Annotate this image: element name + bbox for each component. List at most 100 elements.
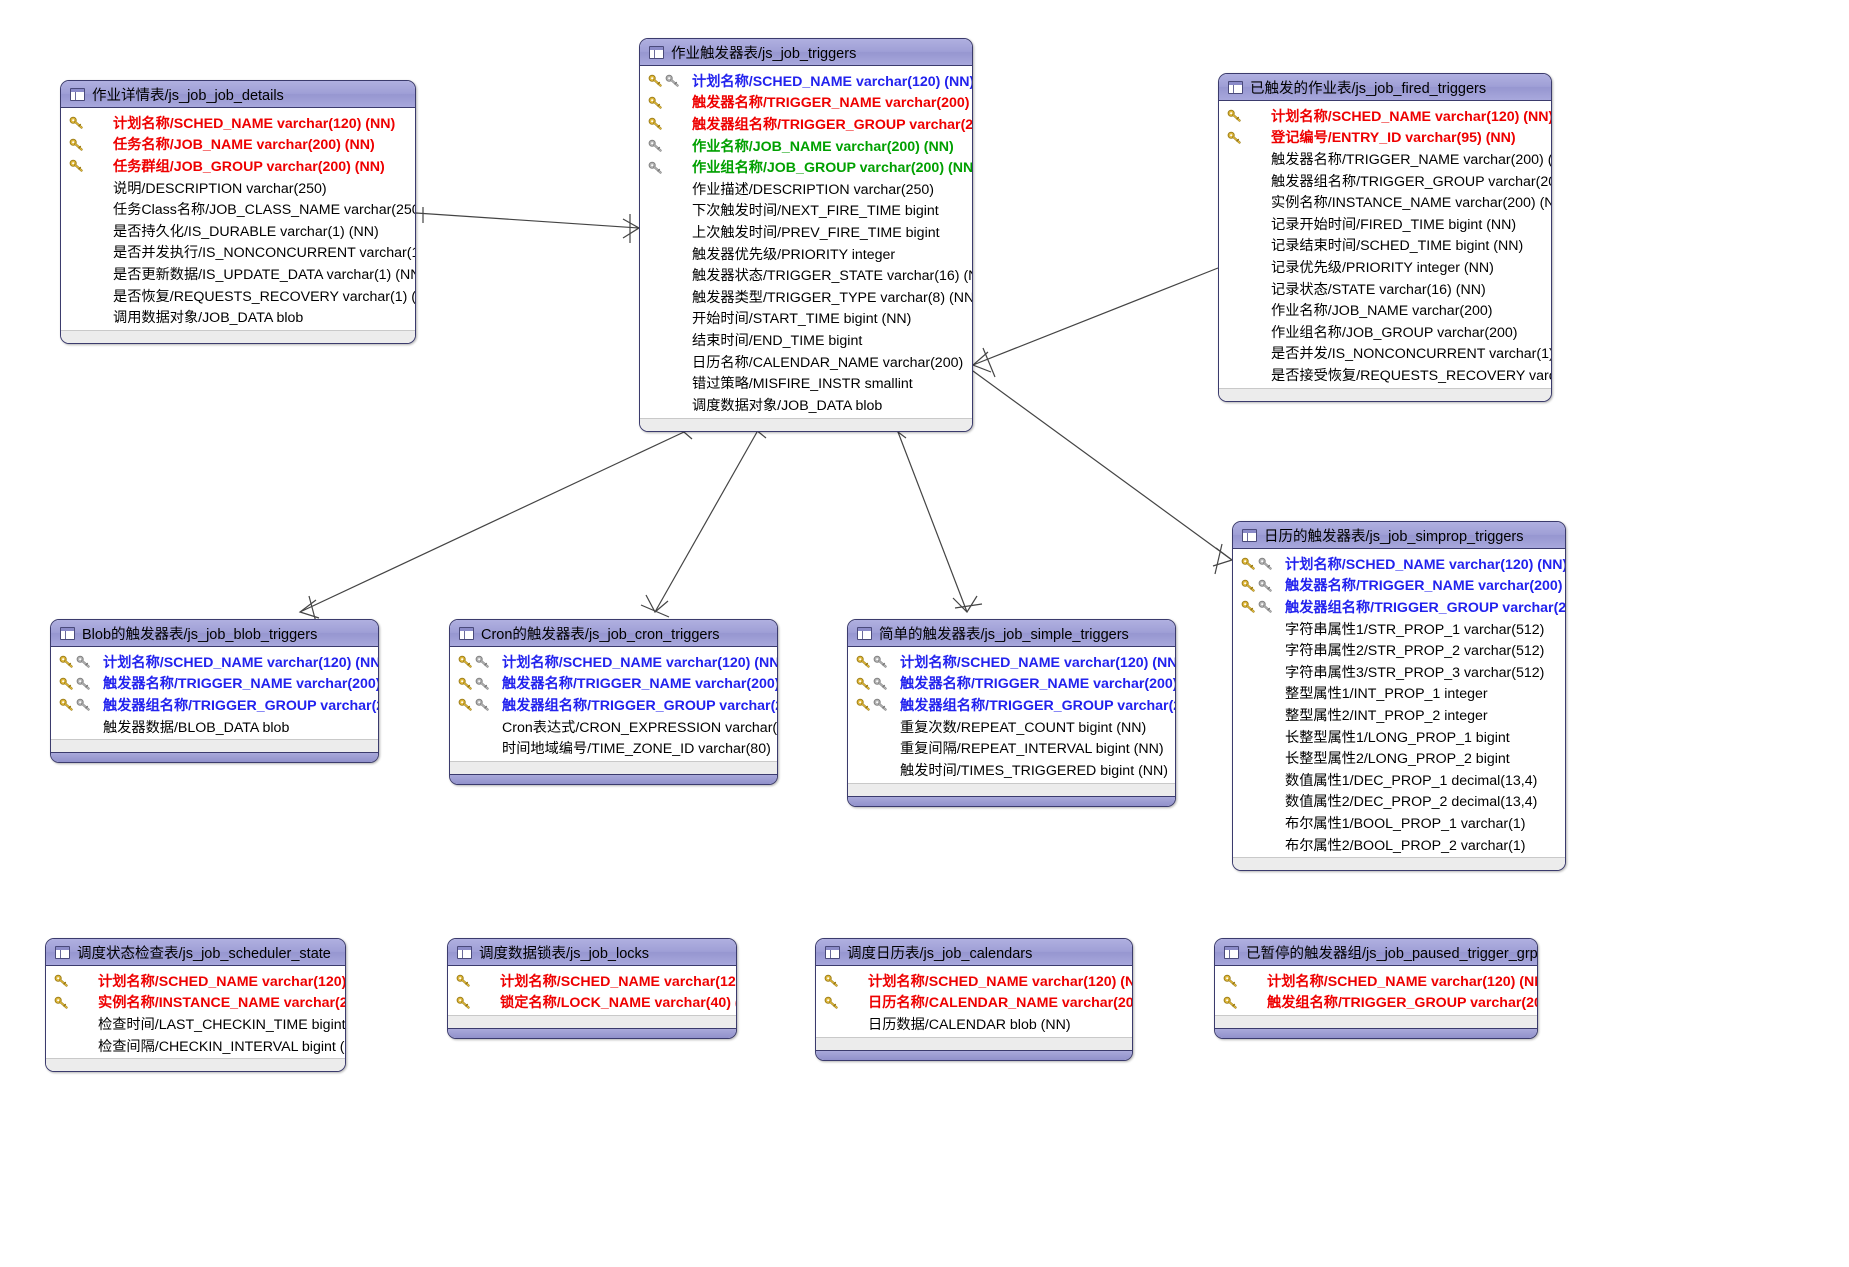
attribute-row[interactable]: 长整型属性2/LONG_PROP_2 bigint	[1233, 747, 1565, 769]
attribute-row[interactable]: 登记编号/ENTRY_ID varchar(95) (NN)	[1219, 127, 1551, 149]
attribute-row[interactable]: 触发器组名称/TRIGGER_GROUP varchar(200) (NN)	[450, 694, 777, 716]
entity-header-calendars[interactable]: 调度日历表/js_job_calendars	[816, 939, 1132, 966]
attribute-row[interactable]: 是否并发/IS_NONCONCURRENT varchar(1)	[1219, 343, 1551, 365]
attribute-row[interactable]: 计划名称/SCHED_NAME varchar(120) (NN)	[1233, 553, 1565, 575]
entity-header-job_triggers[interactable]: 作业触发器表/js_job_triggers	[640, 39, 972, 66]
attribute-row[interactable]: 触发器状态/TRIGGER_STATE varchar(16) (NN)	[640, 264, 972, 286]
attribute-row[interactable]: 触发器组名称/TRIGGER_GROUP varchar(200) (NN)	[1233, 596, 1565, 618]
attribute-row[interactable]: 是否恢复/REQUESTS_RECOVERY varchar(1) (NN)	[61, 285, 415, 307]
attribute-row[interactable]: 触发器优先级/PRIORITY integer	[640, 243, 972, 265]
attribute-row[interactable]: 长整型属性1/LONG_PROP_1 bigint	[1233, 726, 1565, 748]
entity-cron_triggers[interactable]: Cron的触发器表/js_job_cron_triggers 计划名称/SCHED…	[449, 619, 778, 785]
attribute-row[interactable]: 时间地域编号/TIME_ZONE_ID varchar(80)	[450, 737, 777, 759]
entity-header-scheduler_state[interactable]: 调度状态检查表/js_job_scheduler_state	[46, 939, 345, 966]
attribute-row[interactable]: 调用数据对象/JOB_DATA blob	[61, 306, 415, 328]
attribute-row[interactable]: 触发组名称/TRIGGER_GROUP varchar(200) (NN)	[1215, 992, 1537, 1014]
attribute-row[interactable]: 是否并发执行/IS_NONCONCURRENT varchar(1) (NN)	[61, 242, 415, 264]
attribute-row[interactable]: 计划名称/SCHED_NAME varchar(120) (NN)	[1215, 970, 1537, 992]
attribute-row[interactable]: 任务群组/JOB_GROUP varchar(200) (NN)	[61, 155, 415, 177]
attribute-row[interactable]: 触发器名称/TRIGGER_NAME varchar(200) (NN)	[848, 673, 1175, 695]
entity-header-simprop_triggers[interactable]: 日历的触发器表/js_job_simprop_triggers	[1233, 522, 1565, 549]
attribute-row[interactable]: 检查时间/LAST_CHECKIN_TIME bigint (NN)	[46, 1013, 345, 1035]
attribute-row[interactable]: 计划名称/SCHED_NAME varchar(120) (NN)	[450, 651, 777, 673]
attribute-row[interactable]: 触发时间/TIMES_TRIGGERED bigint (NN)	[848, 759, 1175, 781]
entity-job_triggers[interactable]: 作业触发器表/js_job_triggers 计划名称/SCHED_NAME va…	[639, 38, 973, 432]
attribute-row[interactable]: 记录结束时间/SCHED_TIME bigint (NN)	[1219, 235, 1551, 257]
attribute-row[interactable]: 作业组名称/JOB_GROUP varchar(200) (NN)	[640, 156, 972, 178]
attribute-row[interactable]: 是否持久化/IS_DURABLE varchar(1) (NN)	[61, 220, 415, 242]
attribute-row[interactable]: 触发器名称/TRIGGER_NAME varchar(200) (NN)	[1233, 575, 1565, 597]
entity-header-blob_triggers[interactable]: Blob的触发器表/js_job_blob_triggers	[51, 620, 378, 647]
attribute-row[interactable]: 布尔属性1/BOOL_PROP_1 varchar(1)	[1233, 812, 1565, 834]
attribute-row[interactable]: 字符串属性1/STR_PROP_1 varchar(512)	[1233, 618, 1565, 640]
attribute-row[interactable]: 下次触发时间/NEXT_FIRE_TIME bigint	[640, 200, 972, 222]
attribute-row[interactable]: 触发器名称/TRIGGER_NAME varchar(200) (NN)	[640, 92, 972, 114]
attribute-row[interactable]: 开始时间/START_TIME bigint (NN)	[640, 308, 972, 330]
entity-header-cron_triggers[interactable]: Cron的触发器表/js_job_cron_triggers	[450, 620, 777, 647]
attribute-row[interactable]: 触发器组名称/TRIGGER_GROUP varchar(200) (NN)	[848, 694, 1175, 716]
attribute-row[interactable]: 计划名称/SCHED_NAME varchar(120) (NN)	[640, 70, 972, 92]
attribute-row[interactable]: 结束时间/END_TIME bigint	[640, 329, 972, 351]
attribute-row[interactable]: 日历数据/CALENDAR blob (NN)	[816, 1013, 1132, 1035]
attribute-row[interactable]: 整型属性1/INT_PROP_1 integer	[1233, 683, 1565, 705]
attribute-row[interactable]: 实例名称/INSTANCE_NAME varchar(200) (NN)	[1219, 191, 1551, 213]
entity-locks[interactable]: 调度数据锁表/js_job_locks 计划名称/SCHED_NAME varch…	[447, 938, 737, 1040]
attribute-row[interactable]: 数值属性2/DEC_PROP_2 decimal(13,4)	[1233, 791, 1565, 813]
attribute-row[interactable]: 说明/DESCRIPTION varchar(250)	[61, 177, 415, 199]
attribute-row[interactable]: 作业组名称/JOB_GROUP varchar(200)	[1219, 321, 1551, 343]
attribute-row[interactable]: 记录状态/STATE varchar(16) (NN)	[1219, 278, 1551, 300]
attribute-row[interactable]: 任务Class名称/JOB_CLASS_NAME varchar(250) (N…	[61, 198, 415, 220]
attribute-row[interactable]: 触发器名称/TRIGGER_NAME varchar(200) (NN)	[450, 673, 777, 695]
entity-header-simple_triggers[interactable]: 简单的触发器表/js_job_simple_triggers	[848, 620, 1175, 647]
attribute-row[interactable]: 触发器组名称/TRIGGER_GROUP varchar(200) (NN)	[51, 694, 378, 716]
attribute-row[interactable]: 记录开始时间/FIRED_TIME bigint (NN)	[1219, 213, 1551, 235]
attribute-row[interactable]: 字符串属性3/STR_PROP_3 varchar(512)	[1233, 661, 1565, 683]
attribute-row[interactable]: 计划名称/SCHED_NAME varchar(120) (NN)	[1219, 105, 1551, 127]
attribute-row[interactable]: 数值属性1/DEC_PROP_1 decimal(13,4)	[1233, 769, 1565, 791]
attribute-row[interactable]: 作业描述/DESCRIPTION varchar(250)	[640, 178, 972, 200]
attribute-row[interactable]: 是否更新数据/IS_UPDATE_DATA varchar(1) (NN)	[61, 263, 415, 285]
attribute-row[interactable]: 触发器名称/TRIGGER_NAME varchar(200) (NN)	[1219, 148, 1551, 170]
attribute-row[interactable]: 重复次数/REPEAT_COUNT bigint (NN)	[848, 716, 1175, 738]
attribute-row[interactable]: 计划名称/SCHED_NAME varchar(120) (NN)	[816, 970, 1132, 992]
attribute-row[interactable]: 整型属性2/INT_PROP_2 integer	[1233, 704, 1565, 726]
entity-header-locks[interactable]: 调度数据锁表/js_job_locks	[448, 939, 736, 966]
attribute-row[interactable]: 检查间隔/CHECKIN_INTERVAL bigint (NN)	[46, 1035, 345, 1057]
attribute-row[interactable]: 任务名称/JOB_NAME varchar(200) (NN)	[61, 134, 415, 156]
entity-fired_triggers[interactable]: 已触发的作业表/js_job_fired_triggers 计划名称/SCHED_…	[1218, 73, 1552, 402]
entity-scheduler_state[interactable]: 调度状态检查表/js_job_scheduler_state 计划名称/SCHED…	[45, 938, 346, 1073]
attribute-row[interactable]: Cron表达式/CRON_EXPRESSION varchar(120) (NN…	[450, 716, 777, 738]
attribute-row[interactable]: 计划名称/SCHED_NAME varchar(120) (NN)	[51, 651, 378, 673]
entity-header-fired_triggers[interactable]: 已触发的作业表/js_job_fired_triggers	[1219, 74, 1551, 101]
attribute-row[interactable]: 调度数据对象/JOB_DATA blob	[640, 394, 972, 416]
entity-calendars[interactable]: 调度日历表/js_job_calendars 计划名称/SCHED_NAME va…	[815, 938, 1133, 1061]
attribute-row[interactable]: 计划名称/SCHED_NAME varchar(120) (NN)	[61, 112, 415, 134]
entity-header-job_details[interactable]: 作业详情表/js_job_job_details	[61, 81, 415, 108]
attribute-row[interactable]: 触发器组名称/TRIGGER_GROUP varchar(200) (NN)	[640, 113, 972, 135]
attribute-row[interactable]: 记录优先级/PRIORITY integer (NN)	[1219, 256, 1551, 278]
attribute-row[interactable]: 计划名称/SCHED_NAME varchar(120) (NN)	[848, 651, 1175, 673]
attribute-row[interactable]: 重复间隔/REPEAT_INTERVAL bigint (NN)	[848, 737, 1175, 759]
attribute-row[interactable]: 日历名称/CALENDAR_NAME varchar(200) (NN)	[816, 992, 1132, 1014]
attribute-row[interactable]: 触发器名称/TRIGGER_NAME varchar(200) (NN)	[51, 673, 378, 695]
entity-job_details[interactable]: 作业详情表/js_job_job_details 计划名称/SCHED_NAME …	[60, 80, 416, 344]
entity-blob_triggers[interactable]: Blob的触发器表/js_job_blob_triggers 计划名称/SCHED…	[50, 619, 379, 764]
attribute-row[interactable]: 字符串属性2/STR_PROP_2 varchar(512)	[1233, 639, 1565, 661]
attribute-row[interactable]: 上次触发时间/PREV_FIRE_TIME bigint	[640, 221, 972, 243]
entity-header-paused_trigger_grps[interactable]: 已暂停的触发器组/js_job_paused_trigger_grps	[1215, 939, 1537, 966]
attribute-row[interactable]: 作业名称/JOB_NAME varchar(200) (NN)	[640, 135, 972, 157]
attribute-row[interactable]: 触发器类型/TRIGGER_TYPE varchar(8) (NN)	[640, 286, 972, 308]
attribute-row[interactable]: 计划名称/SCHED_NAME varchar(120) (NN)	[46, 970, 345, 992]
attribute-row[interactable]: 计划名称/SCHED_NAME varchar(120) (NN)	[448, 970, 736, 992]
attribute-row[interactable]: 作业名称/JOB_NAME varchar(200)	[1219, 299, 1551, 321]
attribute-row[interactable]: 布尔属性2/BOOL_PROP_2 varchar(1)	[1233, 834, 1565, 856]
entity-simple_triggers[interactable]: 简单的触发器表/js_job_simple_triggers 计划名称/SCHED…	[847, 619, 1176, 807]
attribute-row[interactable]: 触发器数据/BLOB_DATA blob	[51, 716, 378, 738]
attribute-row[interactable]: 错过策略/MISFIRE_INSTR smallint	[640, 372, 972, 394]
attribute-row[interactable]: 是否接受恢复/REQUESTS_RECOVERY varchar(1)	[1219, 364, 1551, 386]
entity-paused_trigger_grps[interactable]: 已暂停的触发器组/js_job_paused_trigger_grps 计划名称/…	[1214, 938, 1538, 1040]
entity-simprop_triggers[interactable]: 日历的触发器表/js_job_simprop_triggers 计划名称/SCHE…	[1232, 521, 1566, 872]
attribute-row[interactable]: 日历名称/CALENDAR_NAME varchar(200)	[640, 351, 972, 373]
attribute-row[interactable]: 实例名称/INSTANCE_NAME varchar(200) (NN)	[46, 992, 345, 1014]
attribute-row[interactable]: 触发器组名称/TRIGGER_GROUP varchar(200) (NN)	[1219, 170, 1551, 192]
